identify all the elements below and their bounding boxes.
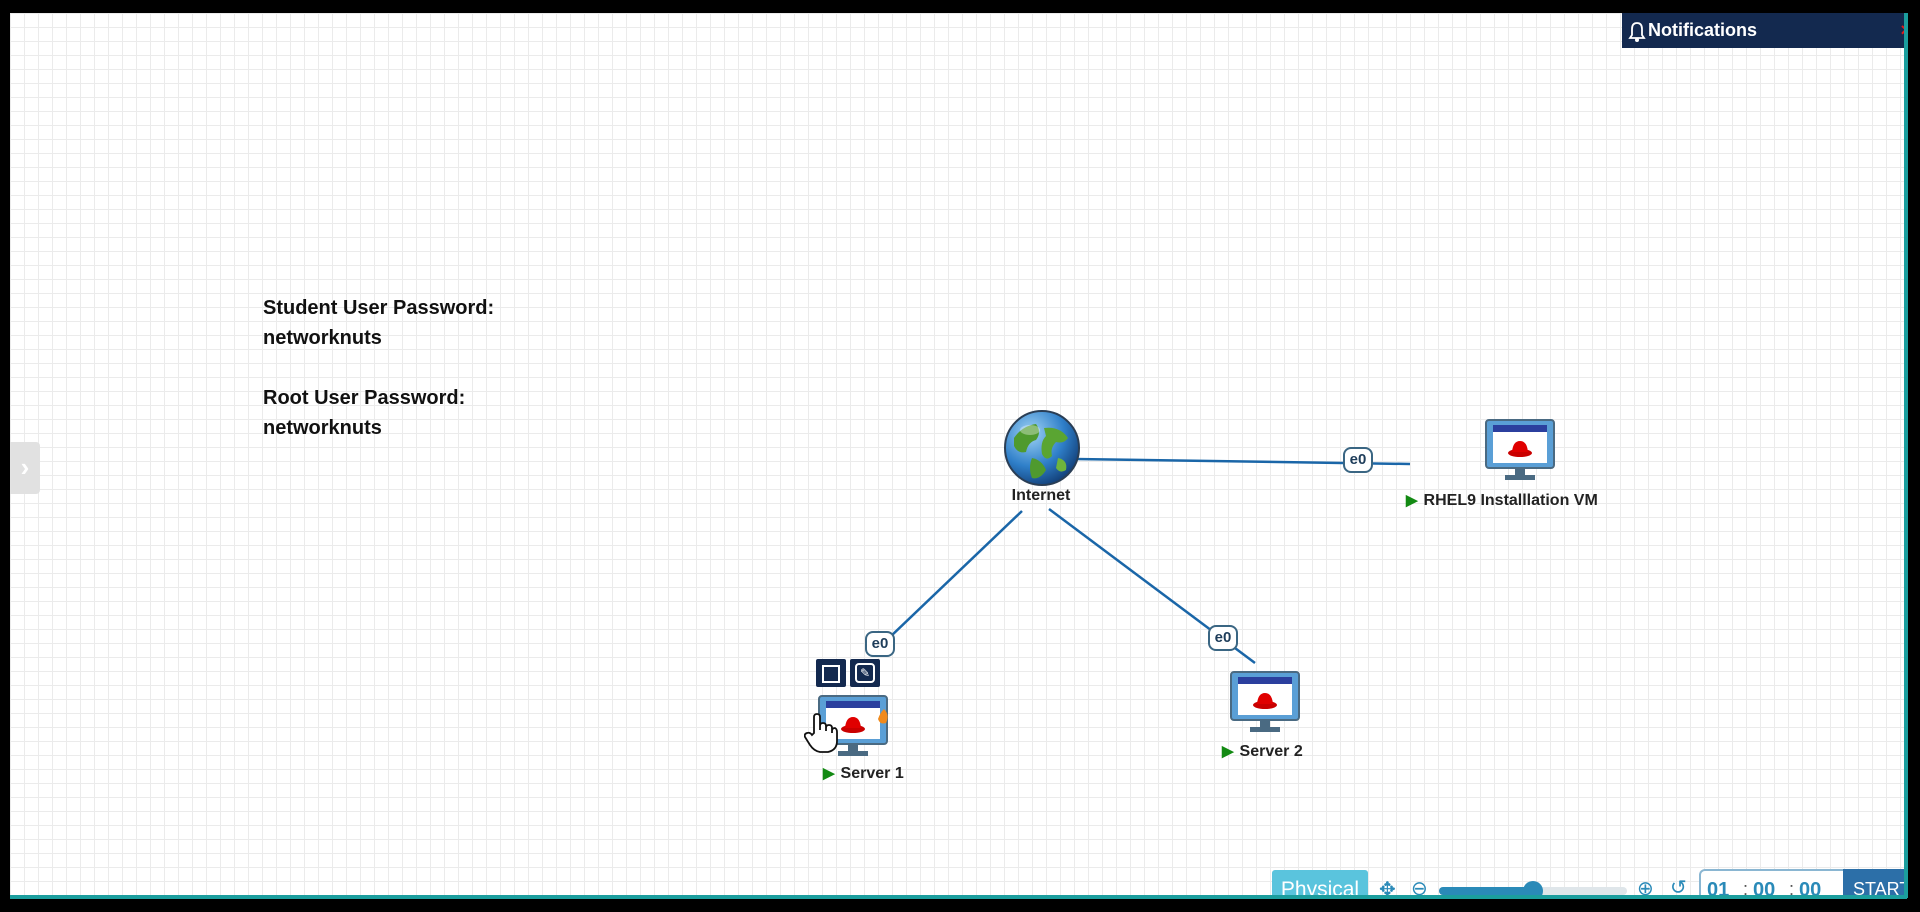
node-stop-button[interactable] [816, 659, 846, 687]
chevron-right-icon: › [20, 452, 30, 482]
start-button[interactable]: START [1843, 869, 1907, 898]
stop-square-icon [822, 665, 840, 683]
node-server2-label: ▶ Server 2 [1222, 742, 1303, 761]
node-rhel-vm[interactable]: ▶ RHEL9 Installlation VM [1406, 419, 1626, 519]
port-server2-e0[interactable]: e0 [1208, 625, 1238, 651]
timer-separator: : [1743, 879, 1749, 898]
note-student-label: Student User Password: [263, 297, 495, 319]
globe-icon [1004, 410, 1080, 486]
node-server2-name: Server 2 [1239, 743, 1303, 760]
zoom-slider-thumb[interactable] [1523, 881, 1543, 898]
pencil-icon: ✎ [855, 663, 875, 683]
running-indicator-icon: ▶ [1222, 743, 1234, 760]
topology-canvas[interactable]: Student User Password: networknuts Root … [10, 13, 1907, 898]
close-icon[interactable]: × [1900, 13, 1907, 48]
link-internet-server1[interactable] [889, 510, 1023, 638]
note-root-value: networknuts [263, 417, 382, 439]
node-server1[interactable]: ✎ ▶ Server 1 [804, 648, 930, 788]
node-rhel-vm-label: ▶ RHEL9 Installlation VM [1406, 491, 1598, 510]
fit-view-icon[interactable]: ✥ [1379, 879, 1396, 898]
bell-icon [1628, 22, 1646, 42]
port-rhel-e0[interactable]: e0 [1343, 447, 1373, 473]
node-server2[interactable]: ▶ Server 2 [1210, 671, 1330, 771]
timer-seconds: 00 [1799, 879, 1822, 898]
reset-icon[interactable]: ↺ [1670, 877, 1687, 898]
node-server1-name: Server 1 [840, 765, 904, 782]
lab-timer: 01 : 00 : 00 [1699, 869, 1847, 898]
running-indicator-icon: ▶ [1406, 492, 1418, 509]
view-mode-physical-button[interactable]: Physical [1272, 870, 1368, 898]
zoom-out-icon[interactable]: ⊖ [1411, 878, 1428, 898]
node-internet[interactable]: Internet [995, 408, 1087, 523]
note-student-value: networknuts [263, 327, 382, 349]
node-server1-label: ▶ Server 1 [823, 764, 904, 783]
redhat-monitor-icon [1230, 671, 1300, 732]
redhat-monitor-icon [818, 695, 888, 756]
notifications-title: Notifications [1648, 20, 1758, 40]
zoom-slider-fill [1439, 887, 1533, 895]
timer-separator: : [1789, 879, 1795, 898]
running-indicator-icon: ▶ [823, 765, 835, 782]
right-border-accent [1904, 13, 1908, 898]
sidebar-toggle-button[interactable]: › [10, 442, 40, 494]
timer-minutes: 00 [1753, 879, 1776, 898]
notifications-panel-header[interactable]: Notifications × [1622, 13, 1907, 48]
timer-hours: 01 [1707, 879, 1730, 898]
port-server1-e0[interactable]: e0 [865, 631, 895, 657]
redhat-monitor-icon [1485, 419, 1555, 480]
node-internet-label: Internet [1011, 487, 1071, 504]
hand-cursor-icon [804, 713, 838, 753]
note-root-label: Root User Password: [263, 387, 466, 409]
node-edit-button[interactable]: ✎ [850, 659, 880, 687]
bottom-border-accent [10, 895, 1907, 899]
zoom-in-icon[interactable]: ⊕ [1637, 878, 1654, 898]
node-rhel-vm-name: RHEL9 Installlation VM [1423, 492, 1598, 509]
